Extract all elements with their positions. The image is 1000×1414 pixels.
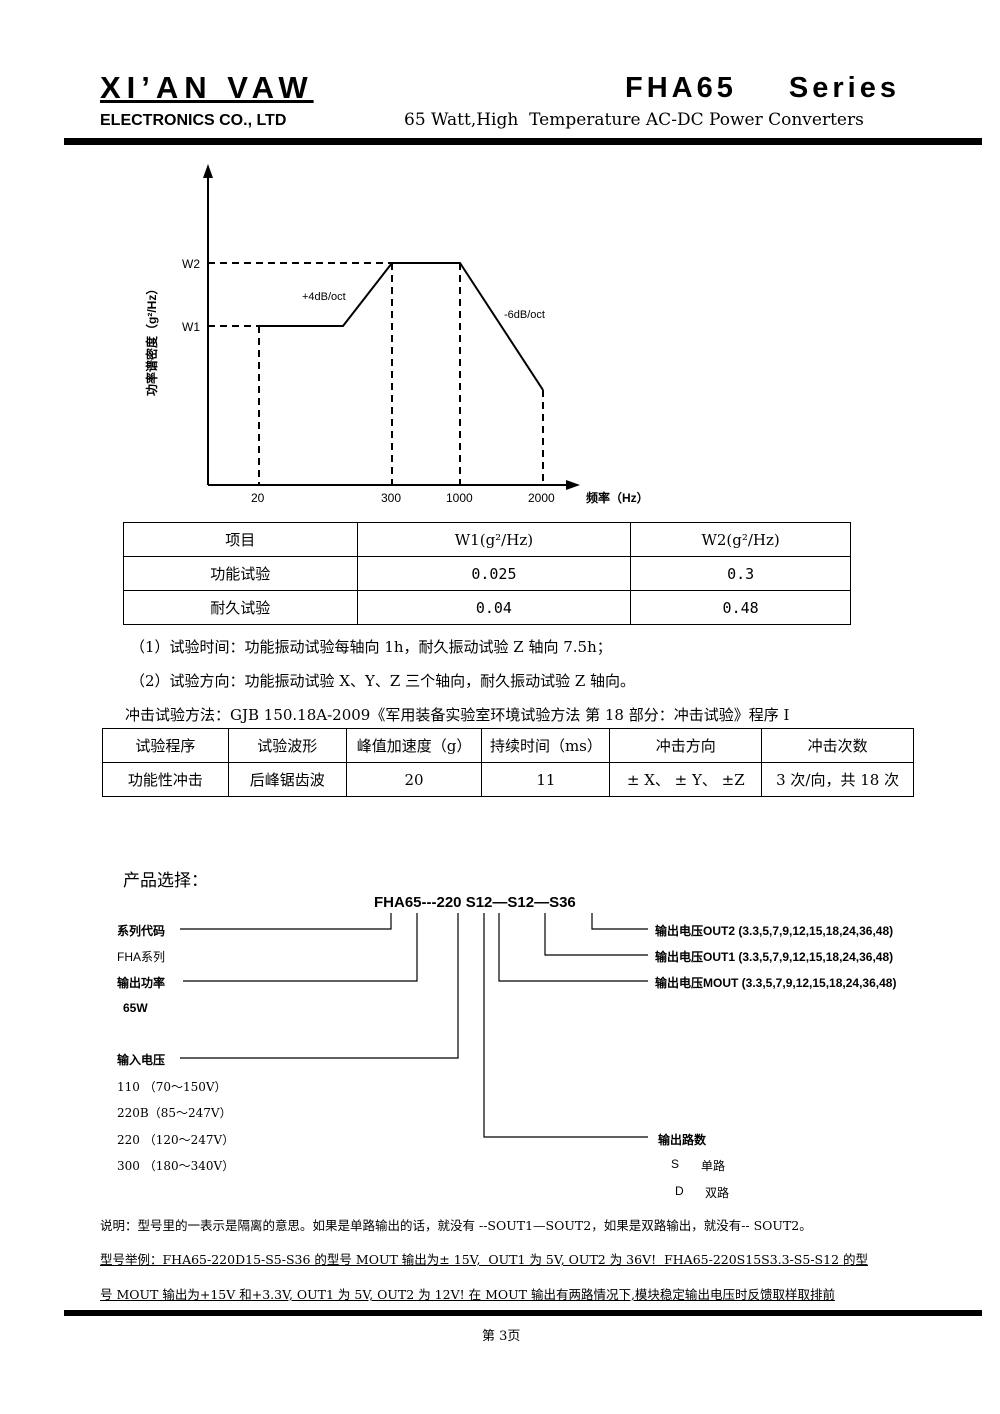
shock-method: 冲击试验方法：GJB 150.18A-2009《军用装备实验室环境试验方法 第 …: [125, 706, 790, 724]
x-axis-label: 频率（Hz）: [586, 490, 649, 505]
vibration-table: 项目 W1(g²/Hz) W2(g²/Hz) 功能试验 0.025 0.3 耐久…: [123, 522, 851, 625]
model-breakdown-lines: [180, 913, 648, 1138]
output-power-line: [183, 913, 418, 982]
table-cell: 耐久试验: [123, 590, 358, 625]
y-tick-w2: W2: [182, 257, 200, 271]
x-tick-1000: 1000: [446, 491, 473, 505]
out2-line: [591, 913, 648, 930]
table-cell: 功能性冲击: [102, 762, 229, 797]
label-series-code: 系列代码: [117, 924, 166, 938]
table-cell: 20: [345, 762, 483, 797]
label-s-code: S: [671, 1157, 680, 1171]
y-tick-w1: W1: [182, 320, 200, 334]
selection-title: 产品选择：: [123, 871, 208, 891]
label-out1: 输出电压OUT1 (3.3,5,7,9,12,15,18,24,36,48): [655, 950, 894, 964]
table-row: 功能试验 0.025 0.3: [123, 556, 851, 591]
out1-line: [544, 913, 648, 956]
table-cell: 0.04: [356, 590, 632, 625]
table-row: 功能性冲击 后峰锯齿波 20 11 ± X、 ± Y、 ±Z 3 次/向，共 1…: [102, 762, 914, 797]
y-axis-label: 功率谱密度（g²/Hz）: [144, 283, 159, 396]
table-row: 耐久试验 0.04 0.48: [123, 590, 851, 625]
label-fha-series: FHA系列: [117, 950, 166, 964]
series-code-line: [180, 913, 392, 930]
table-header-cell: 冲击方向: [609, 728, 763, 763]
page-number: 第 3页: [482, 1329, 521, 1344]
table-cell: 后峰锯齿波: [227, 762, 347, 797]
x-axis-arrow: [566, 480, 580, 490]
note-test-direction: （2）试验方向：功能振动试验 X、Y、Z 三个轴向，耐久振动试验 Z 轴向。: [130, 672, 636, 690]
slope-up-label: +4dB/oct: [302, 291, 346, 303]
label-output-power: 输出功率: [117, 976, 166, 990]
label-single: 单路: [701, 1159, 726, 1173]
model-code: FHA65---220 S12—S12—S36: [374, 894, 576, 911]
model-example-line2: 号 MOUT 输出为+15V 和+3.3V, OUT1 为 5V, OUT2 为…: [100, 1287, 835, 1302]
shock-table: 试验程序 试验波形 峰值加速度（g） 持续时间（ms） 冲击方向 冲击次数 功能…: [102, 728, 914, 797]
company-subtitle: ELECTRONICS CO., LTD: [100, 112, 287, 129]
label-dual: 双路: [705, 1186, 730, 1200]
vibration-psd-chart: W2 W1 20 300 1000 2000 频率（Hz） +4dB/oct -…: [144, 164, 649, 505]
label-300v: 300 （180～340V）: [117, 1159, 235, 1173]
table-header-cell: 峰值加速度（g）: [345, 728, 483, 763]
label-channels: 输出路数: [658, 1133, 707, 1147]
input-voltage-line: [180, 913, 459, 1059]
x-tick-300: 300: [381, 491, 401, 505]
y-axis-arrow: [203, 164, 213, 178]
footer-rule: [64, 1310, 982, 1316]
x-tick-20: 20: [251, 491, 265, 505]
table-cell: 0.48: [630, 590, 851, 625]
table-header-cell: 试验波形: [227, 728, 347, 763]
table-cell: 0.025: [356, 556, 632, 591]
table-cell: 3 次/向，共 18 次: [761, 762, 914, 797]
slope-down-label: -6dB/oct: [504, 309, 545, 321]
note-test-time: （1）试验时间：功能振动试验每轴向 1h，耐久振动试验 Z 轴向 7.5h；: [130, 638, 612, 656]
label-65w: 65W: [123, 1001, 148, 1015]
x-tick-2000: 2000: [528, 491, 555, 505]
label-out2: 输出电压OUT2 (3.3,5,7,9,12,15,18,24,36,48): [655, 924, 894, 938]
company-name: XI’AN VAW: [100, 70, 314, 105]
series-title: FHA65 Series: [625, 72, 900, 104]
label-110v: 110 （70～150V）: [117, 1080, 227, 1094]
product-subtitle: 65 Watt,High Temperature AC-DC Power Con…: [404, 110, 864, 130]
mout-line: [498, 913, 648, 982]
table-header-row: 项目 W1(g²/Hz) W2(g²/Hz): [123, 522, 851, 557]
table-cell: 11: [481, 762, 611, 797]
table-header-cell: 试验程序: [102, 728, 229, 763]
label-mout: 输出电压MOUT (3.3,5,7,9,12,15,18,24,36,48): [655, 976, 897, 990]
label-220b: 220B（85～247V）: [117, 1106, 232, 1120]
header-rule: [64, 138, 982, 145]
label-d-code: D: [675, 1184, 684, 1198]
model-explanation: 说明：型号里的一表示是隔离的意思。如果是单路输出的话，就没有 --SOUT1—S…: [100, 1218, 812, 1233]
table-cell: ± X、 ± Y、 ±Z: [609, 762, 763, 797]
table-cell: 0.3: [630, 556, 851, 591]
channels-line: [483, 913, 648, 1138]
label-220v: 220 （120～247V）: [117, 1133, 235, 1147]
model-example-line1: 型号举例：FHA65-220D15-S5-S36 的型号 MOUT 输出为± 1…: [100, 1252, 868, 1267]
label-input-voltage: 输入电压: [117, 1053, 166, 1067]
